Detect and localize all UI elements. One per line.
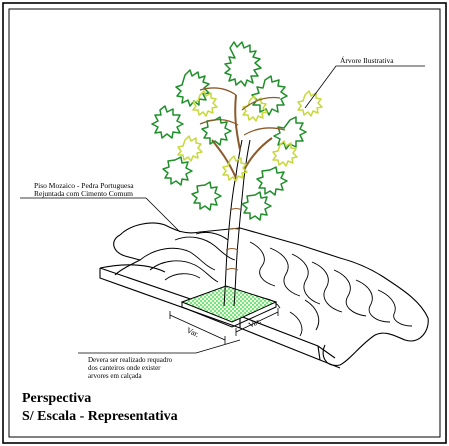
dimension-lines [169,308,279,344]
title-line1: Perspectiva [22,391,91,406]
mosaic-pattern [139,231,413,337]
sidewalk-slab [99,222,429,369]
title-line2: S/ Escala - Representativa [22,409,178,424]
leader-lines [20,65,425,354]
note-label-line3: arvores em calçada [88,372,143,380]
paving-label-line2: Rejuntada com Cimento Comum [34,189,133,198]
note-label-line1: Devera ser realizado requadro [88,356,173,364]
paving-label-line1: Piso Mozaico - Pedra Portuguesa [34,181,134,190]
note-label-line2: dos canteiros onde exister [88,364,161,372]
inner-frame [8,8,441,438]
tree-label: Árvore Ilustrativa [340,55,394,65]
tree-trunk [211,94,273,307]
tree-canopy [151,41,323,221]
dimension-label-b: Var. [247,316,262,330]
tree-pit [180,285,278,328]
